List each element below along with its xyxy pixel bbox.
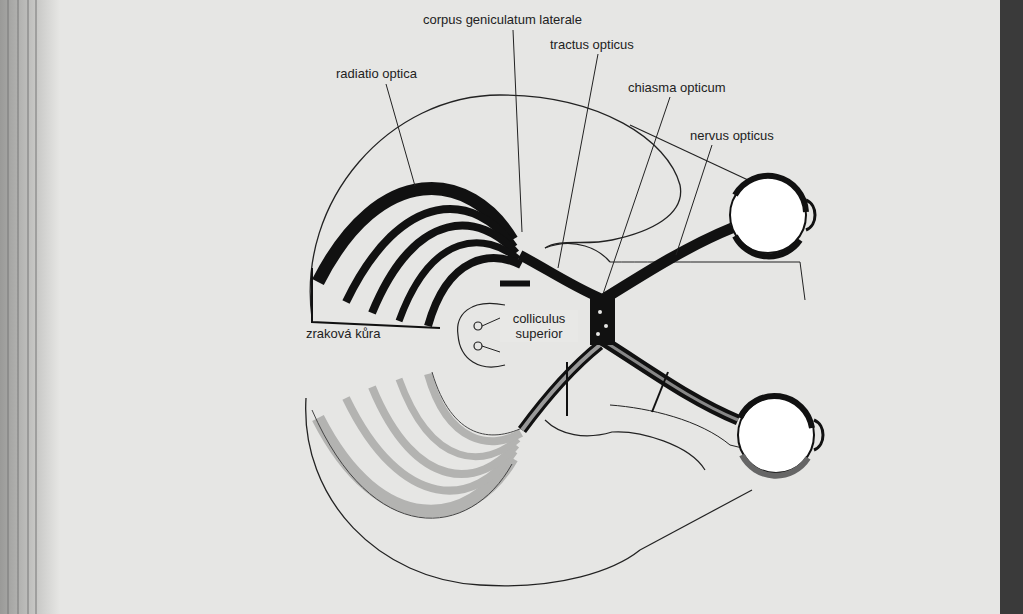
structure-label: nervus opticus	[690, 128, 774, 143]
structure-label: colliculus superior	[500, 310, 578, 342]
structure-label: radiatio optica	[336, 66, 417, 81]
structure-label: corpus geniculatum laterale	[423, 12, 582, 27]
structure-label: chiasma opticum	[628, 80, 726, 95]
structure-label: zraková kůra	[306, 326, 380, 341]
structure-label: tractus opticus	[550, 37, 634, 52]
